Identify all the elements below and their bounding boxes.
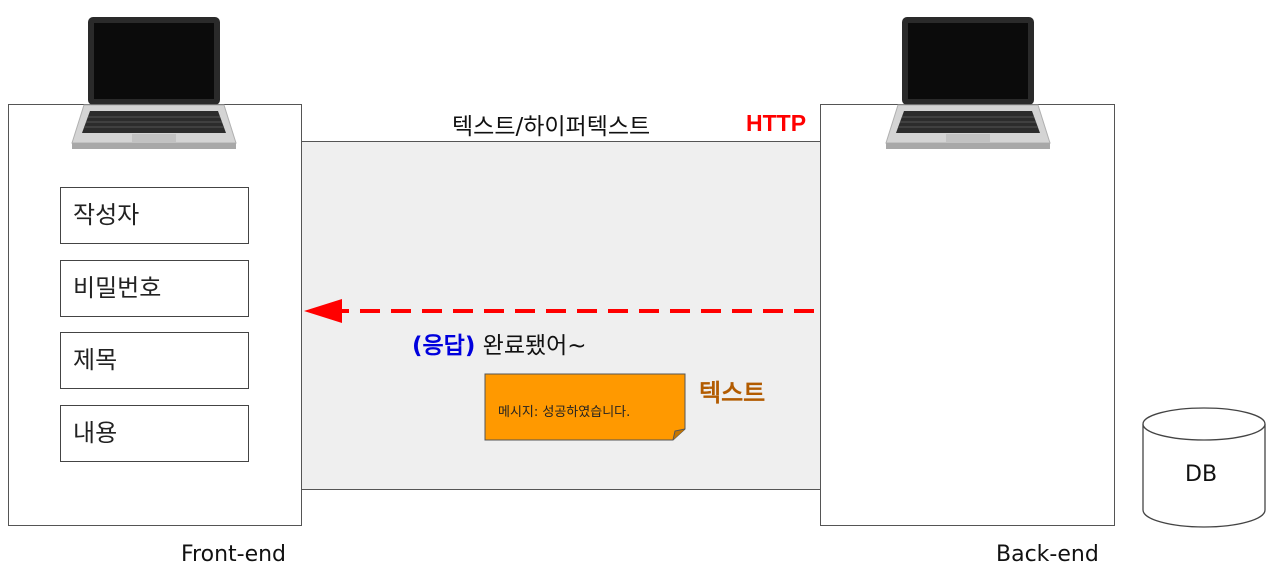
title-field: 제목 <box>60 332 249 389</box>
response-label: (응답) 완료됐어~ <box>412 326 587 360</box>
message-text: 메시지: 성공하였습니다. <box>498 405 631 420</box>
db-label: DB <box>1185 462 1218 487</box>
password-field: 비밀번호 <box>60 260 249 317</box>
author-field: 작성자 <box>60 187 249 244</box>
database-cylinder-icon <box>1142 407 1266 528</box>
response-prefix: (응답) <box>412 333 476 359</box>
laptop-icon <box>71 17 237 149</box>
backend-label: Back-end <box>996 542 1099 567</box>
laptop-icon <box>885 17 1051 149</box>
content-field: 내용 <box>60 405 249 462</box>
response-text: 완료됐어~ <box>482 333 587 359</box>
response-arrow <box>304 299 814 323</box>
message-note <box>484 373 686 441</box>
text-type-label: 텍스트 <box>699 379 766 407</box>
channel-top-label: 텍스트/하이퍼텍스트 <box>452 114 651 140</box>
frontend-label: Front-end <box>181 542 287 567</box>
http-label: HTTP <box>746 110 807 136</box>
backend-panel <box>820 104 1115 526</box>
